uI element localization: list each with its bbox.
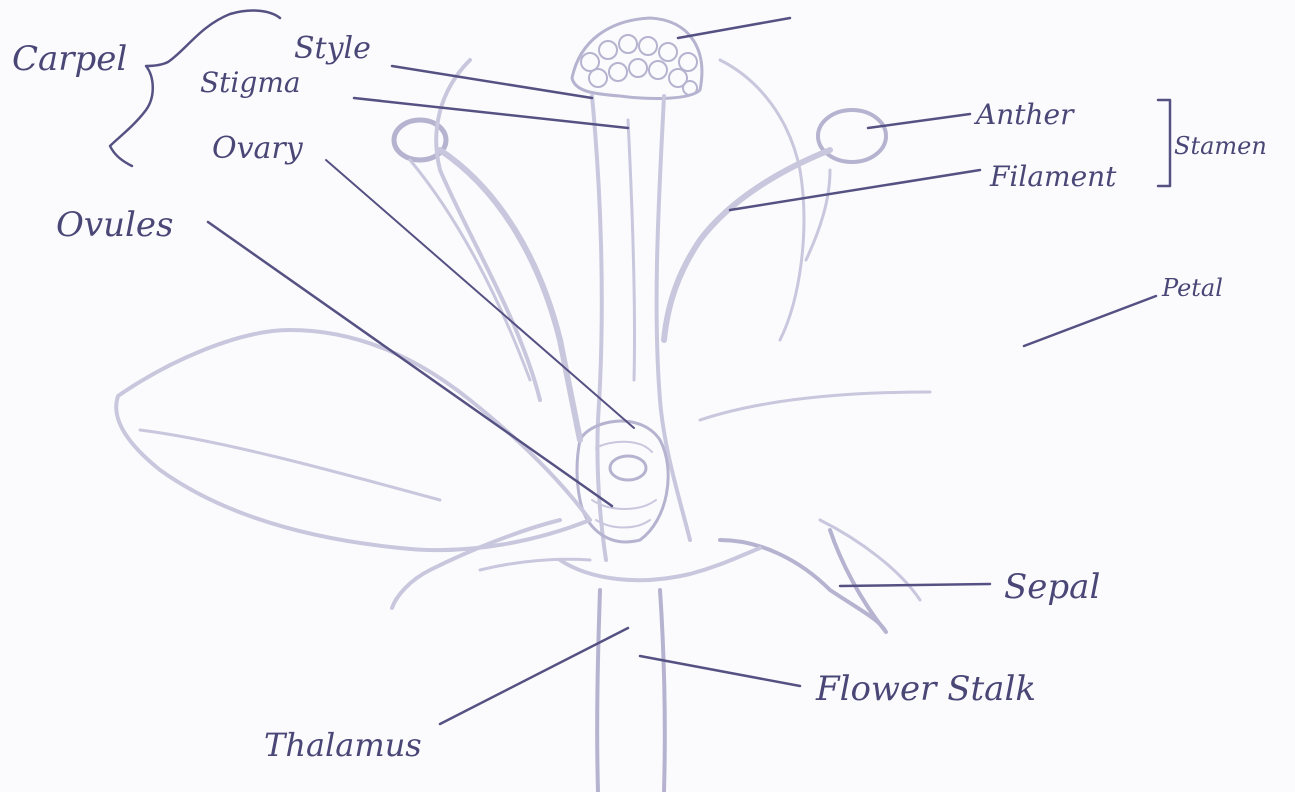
label-anther: Anther (973, 98, 1075, 131)
petal-right-drawing (700, 392, 930, 420)
ovary-pointer-line (326, 160, 634, 428)
label-flower-stalk: Flower Stalk (815, 669, 1036, 709)
petal-left-vein (140, 430, 440, 500)
label-style: Style (294, 31, 371, 66)
stigma-pollen-cluster (572, 18, 702, 98)
style-center-line (628, 120, 635, 380)
pollen-pointer-line (678, 18, 790, 38)
style-right-edge (657, 96, 690, 540)
ovary-drawing (577, 421, 668, 542)
ovules-pointer-line (208, 222, 612, 506)
stigma-pointer-line (354, 98, 628, 128)
filament-pointer-line (730, 170, 980, 210)
sepal-left-drawing (392, 520, 560, 608)
anther-pointer-line (868, 114, 970, 128)
style-pointer-line (392, 66, 592, 98)
sepal-right-edge (820, 520, 920, 600)
label-filament: Filament (989, 160, 1117, 193)
thalamus-pointer-line (440, 628, 628, 724)
thalamus-drawing (560, 548, 760, 580)
stamen-bracket (1158, 100, 1170, 186)
sepal-pointer-line (840, 584, 990, 586)
label-sepal: Sepal (1004, 567, 1100, 607)
label-carpel: Carpel (12, 39, 127, 79)
label-stamen: Stamen (1174, 132, 1267, 160)
label-ovules: Ovules (56, 205, 173, 245)
stalk-left-edge (597, 590, 600, 792)
stalk-right-edge (660, 590, 665, 792)
label-stigma: Stigma (200, 66, 301, 99)
style-left-edge (592, 96, 606, 560)
labels: Carpel Style Stigma Ovary Ovules Anther … (12, 31, 1267, 764)
left-stamen-drawing (394, 120, 580, 440)
right-stamen-drawing (664, 110, 886, 340)
label-ovary: Ovary (212, 131, 304, 166)
label-thalamus: Thalamus (264, 726, 422, 764)
petal-pointer-line (1024, 296, 1156, 346)
petal-top-left-drawing (436, 60, 540, 400)
label-petal: Petal (1161, 274, 1223, 302)
